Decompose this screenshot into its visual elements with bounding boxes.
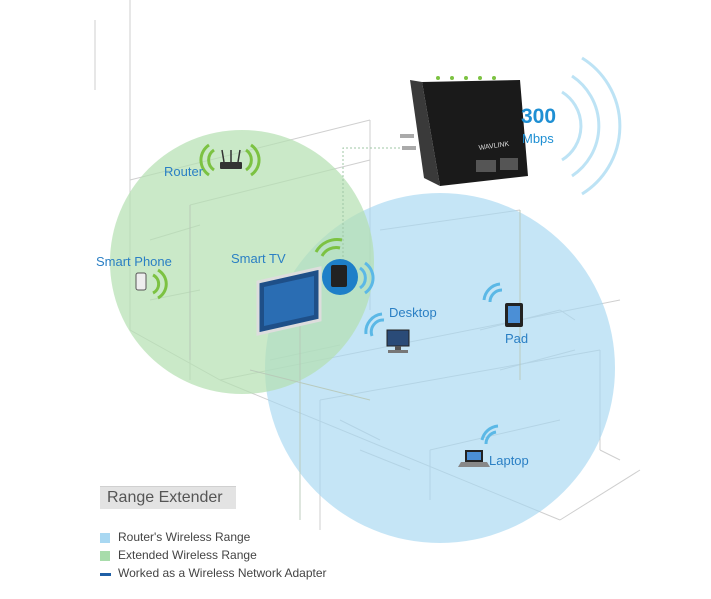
router-label: Router (164, 164, 204, 179)
wifi-signal-icon (314, 238, 343, 257)
device-brand: WAVLINK (478, 141, 510, 152)
wifi-signal-icon (359, 261, 375, 295)
legend-label: Extended Wireless Range (118, 548, 257, 562)
router-icon (220, 149, 242, 169)
tablet-icon (505, 303, 523, 327)
desktop-icon (386, 329, 410, 353)
laptop-label: Laptop (489, 453, 529, 468)
legend-swatch-router-range (100, 533, 110, 543)
diagram-title: Range Extender (107, 489, 223, 506)
pad-label: Pad (505, 331, 529, 346)
wifi-signal-icon (480, 424, 499, 445)
connector-line (342, 147, 415, 265)
tv-icon (256, 266, 322, 336)
speed-value: 300 (521, 105, 557, 128)
speed-unit: Mbps (522, 131, 554, 146)
smartphone-icon (135, 272, 147, 291)
extended-range-circle (110, 130, 374, 394)
wifi-signal-icon (364, 312, 385, 337)
legend-swatch-extended-range (100, 551, 110, 561)
diagram-title-box: Range Extender (100, 486, 236, 509)
desktop-label: Desktop (389, 305, 437, 320)
legend-swatch-adapter (100, 573, 111, 576)
wifi-signal-icon (561, 56, 622, 196)
smart-tv-label: Smart TV (231, 251, 286, 266)
smart-phone-label: Smart Phone (96, 254, 172, 269)
legend-label: Worked as a Wireless Network Adapter (118, 566, 327, 580)
floor-plan-overlay (189, 205, 521, 520)
wifi-signal-icon (482, 282, 503, 303)
wifi-signal-icon (199, 143, 261, 177)
wifi-signal-icon (152, 268, 168, 300)
range-extender-device (400, 76, 528, 186)
legend-label: Router's Wireless Range (118, 530, 251, 544)
laptop-icon (458, 450, 490, 467)
